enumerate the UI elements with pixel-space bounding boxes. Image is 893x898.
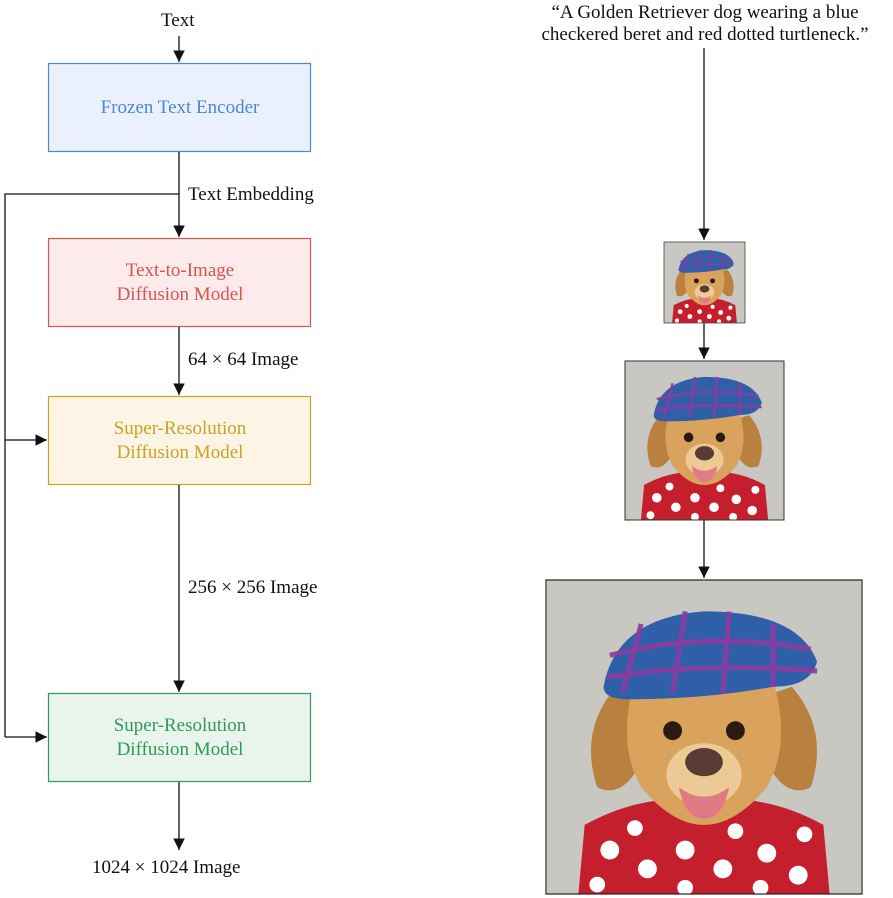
- image64-label: 64 × 64 Image: [188, 349, 299, 370]
- output-label: 1024 × 1024 Image: [92, 857, 241, 878]
- encoder-text: Frozen Text Encoder: [100, 97, 260, 118]
- base-model-line1: Text-to-Image: [125, 260, 235, 281]
- prompt-line1: “A Golden Retriever dog wearing a blue: [551, 2, 859, 23]
- embedding-bypass-line: [4, 193, 179, 737]
- embedding-label: Text Embedding: [188, 184, 314, 205]
- dog-image-1024: [545, 579, 863, 895]
- encoder-label: Frozen Text Encoder: [49, 64, 311, 152]
- prompt-line2: checkered beret and red dotted turtlenec…: [541, 24, 869, 45]
- sr2-line2: Diffusion Model: [116, 739, 244, 760]
- sr1-line2: Diffusion Model: [116, 442, 244, 463]
- sr1-line1: Super-Resolution: [113, 418, 247, 439]
- sr2-label: Super-Resolution Diffusion Model: [49, 694, 311, 782]
- base-model-box: [47, 237, 312, 328]
- encoder-box: [47, 62, 312, 153]
- prompt-quote: “A Golden Retriever dog wearing a blue c…: [500, 2, 893, 46]
- dog-image-64: [663, 241, 746, 324]
- base-model-label: Text-to-Image Diffusion Model: [49, 239, 311, 327]
- image256-label: 256 × 256 Image: [188, 577, 318, 598]
- sr2-line1: Super-Resolution: [113, 715, 247, 736]
- sr1-box: [47, 395, 312, 486]
- sr2-box: [47, 692, 312, 783]
- sr1-label: Super-Resolution Diffusion Model: [49, 397, 311, 485]
- dog-image-256: [624, 360, 785, 521]
- base-model-line2: Diffusion Model: [116, 284, 244, 305]
- input-text-label: Text: [161, 10, 195, 31]
